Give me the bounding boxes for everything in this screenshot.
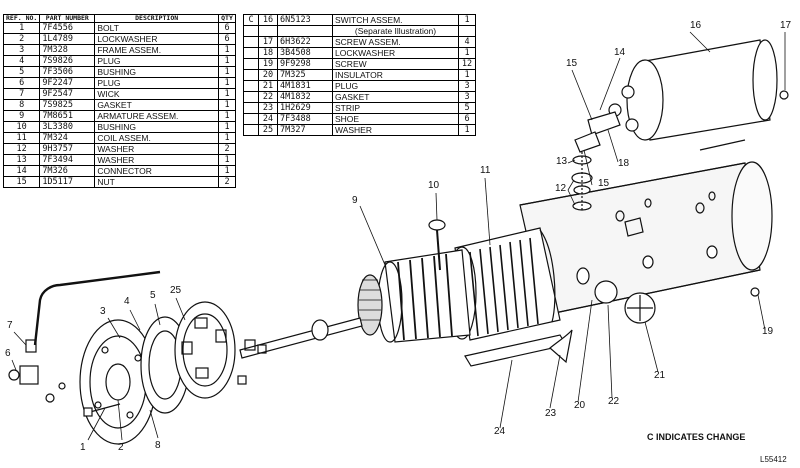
strips-and-shoes xyxy=(464,329,573,367)
frame-housing xyxy=(519,161,773,316)
plug-gasket-right xyxy=(594,280,760,324)
callout-19: 19 xyxy=(762,326,774,337)
end-plate xyxy=(79,316,190,445)
solenoid-switch xyxy=(574,39,789,153)
part-qty: 1 xyxy=(458,124,476,136)
part-qty: 2 xyxy=(218,176,236,188)
part-qty: 3 xyxy=(458,80,476,92)
ref-number: 9 xyxy=(2,110,41,122)
ref-number: 15 xyxy=(2,176,41,188)
callout-25: 25 xyxy=(170,285,182,296)
callout-17: 17 xyxy=(780,20,792,31)
callout-5: 5 xyxy=(150,290,156,301)
callout-1: 1 xyxy=(80,442,86,453)
change-note: C INDICATES CHANGE xyxy=(647,432,746,442)
part-number: 7M327 xyxy=(277,124,333,136)
callout-11: 11 xyxy=(480,165,491,176)
callout-10: 10 xyxy=(428,180,440,191)
callout-8: 8 xyxy=(155,440,161,451)
callout-6: 6 xyxy=(5,348,11,359)
part-number: 1D5117 xyxy=(39,176,96,188)
callout-21: 21 xyxy=(654,370,666,381)
callout-24: 24 xyxy=(494,426,506,437)
callout-12a: 12 xyxy=(555,183,567,194)
bolts xyxy=(83,219,446,417)
callout-15a: 15 xyxy=(566,58,578,69)
oil-wick-tube xyxy=(33,270,161,346)
callout-4: 4 xyxy=(124,296,130,307)
callout-14: 14 xyxy=(614,47,626,58)
leader-lines xyxy=(11,31,786,441)
ref-number: 12 xyxy=(2,143,41,155)
callout-23: 23 xyxy=(545,408,557,419)
callout-16: 16 xyxy=(690,20,702,31)
callout-3: 3 xyxy=(100,306,106,317)
callout-7: 7 xyxy=(7,320,13,331)
callout-18: 18 xyxy=(618,158,630,169)
plug-and-fittings xyxy=(8,339,66,403)
callout-22: 22 xyxy=(608,396,620,407)
armature-assembly xyxy=(239,249,471,359)
part-number: 7M324 xyxy=(39,132,96,144)
callout-9: 9 xyxy=(352,195,358,206)
brush-holder-plate xyxy=(174,301,267,399)
callout-20: 20 xyxy=(574,400,586,411)
figure-number: L55412 xyxy=(760,455,787,464)
washer-stack xyxy=(571,140,593,212)
callout-2: 2 xyxy=(118,442,124,453)
coil-assembly xyxy=(447,227,561,341)
callout-13: 13 xyxy=(556,156,568,167)
part-description: NUT xyxy=(94,176,219,188)
callout-15b: 15 xyxy=(598,178,610,189)
table-header-row: REF. NO. PART NUMBER DESCRIPTION QTY xyxy=(2,14,236,23)
part-qty: 1 xyxy=(218,44,236,56)
part-qty: 1 xyxy=(458,69,476,81)
